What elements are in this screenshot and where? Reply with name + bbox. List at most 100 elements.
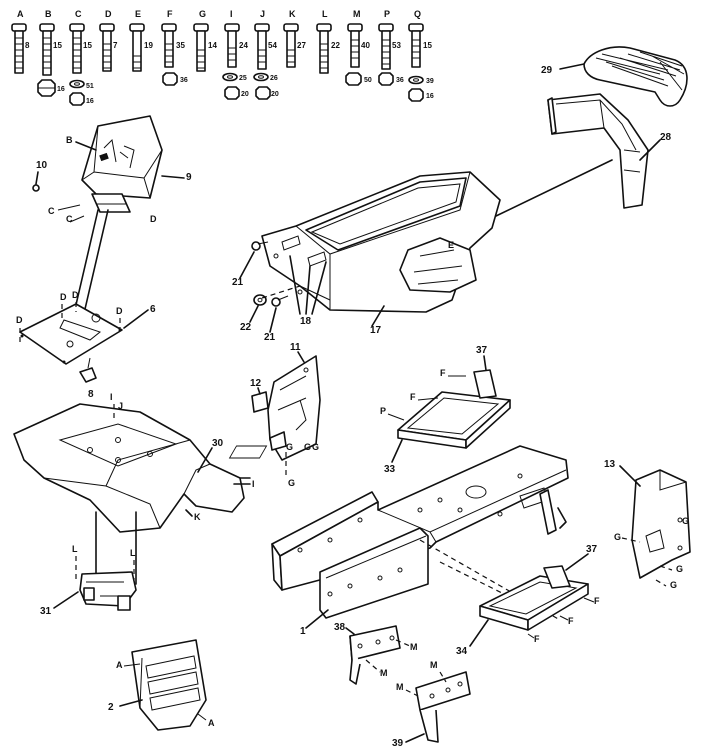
part-28-leader <box>639 139 661 161</box>
part-31-rear-bracket <box>79 511 137 611</box>
nut-i <box>224 86 240 100</box>
part-29-label: 29 <box>541 65 553 76</box>
letter-g-bracket-4: G <box>288 478 295 488</box>
part-1-label: 1 <box>300 626 306 637</box>
part-37-pad-upper <box>473 369 497 399</box>
bolt-c <box>69 23 85 74</box>
part-17-hood <box>261 159 613 313</box>
bolt-m <box>347 23 363 68</box>
part-6-leader <box>123 309 149 329</box>
bolt-m-length: 40 <box>361 41 370 50</box>
nut-q-label: 16 <box>426 93 434 100</box>
letter-g-panel-1: G <box>682 516 689 526</box>
nut-f-label: 36 <box>180 77 188 84</box>
bolt-a <box>11 23 27 74</box>
nut-f <box>162 72 178 86</box>
part-37-label-upper: 37 <box>476 345 488 356</box>
nut-q <box>408 88 424 102</box>
part-10-leader <box>35 171 39 185</box>
letter-g-panel-4: G <box>670 580 677 590</box>
nut-c-label: 16 <box>86 98 94 105</box>
part-13-side-panel <box>631 469 691 579</box>
bolt-letter-g: G <box>199 9 206 19</box>
part-34-footpad <box>479 565 589 631</box>
bolt-letter-m: M <box>353 9 361 19</box>
letter-d-plate-1: D <box>16 315 23 325</box>
letter-g-panel-3: G <box>676 564 683 574</box>
bolt-d-length: 7 <box>113 41 118 50</box>
part-10-grommet <box>32 184 40 192</box>
nut-j <box>255 86 271 100</box>
part-8-pedal <box>79 357 97 383</box>
letter-l-bracket-2: L <box>130 548 136 558</box>
nut-m-label: 50 <box>364 77 372 84</box>
nut-b <box>37 79 56 97</box>
hardware-row: A B C D E F G I J K L M P Q 8 15 15 7 19… <box>11 9 434 106</box>
part-29-handle-grip <box>559 46 688 107</box>
part-38-label: 38 <box>334 622 346 633</box>
bolt-letter-i: I <box>230 9 233 19</box>
bolt-j-length: 54 <box>268 41 277 50</box>
bolt-e <box>129 23 145 72</box>
bolt-a-length: 8 <box>25 41 30 50</box>
part-6-floor-plate <box>19 303 123 365</box>
bolt-letter-q: Q <box>414 9 421 19</box>
bolt-letter-j: J <box>260 9 265 19</box>
letter-d-dash: D <box>150 214 157 224</box>
letter-b-dash: B <box>66 135 73 145</box>
part-21-label-bottom: 21 <box>264 332 276 343</box>
part-12-label: 12 <box>250 378 262 389</box>
bolt-l <box>316 23 332 74</box>
bolt-l-length: 22 <box>331 41 340 50</box>
bolt-letter-d: D <box>105 9 112 19</box>
part-21-bolt-bottom <box>271 295 289 307</box>
bolt-letter-a: A <box>17 9 24 19</box>
letter-m-bracket-3: M <box>430 660 438 670</box>
part-28-label: 28 <box>660 132 672 143</box>
part-13-label: 13 <box>604 459 616 470</box>
washer-j-label: 26 <box>270 75 278 82</box>
part-22-label: 22 <box>240 322 252 333</box>
washer-j <box>253 72 269 82</box>
part-34-label: 34 <box>456 646 468 657</box>
letter-m-bracket-1: M <box>410 642 418 652</box>
bolt-q <box>408 23 424 68</box>
letter-c-dash-1: C <box>48 206 55 216</box>
bolt-b <box>39 23 55 76</box>
part-21-bolt-top <box>251 241 269 251</box>
washer-c-label: 51 <box>86 83 94 90</box>
nut-j-label: 20 <box>271 91 279 98</box>
part-21-label-top: 21 <box>232 277 244 288</box>
bolt-letter-c: C <box>75 9 82 19</box>
letter-j-fender: J <box>118 401 123 411</box>
bolt-letter-k: K <box>289 9 296 19</box>
letter-b-leader <box>75 141 97 151</box>
bolt-b-length: 15 <box>53 41 62 50</box>
washer-q <box>408 75 424 85</box>
nut-i-label: 20 <box>241 91 249 98</box>
part-17-leader <box>371 305 385 327</box>
bolt-i <box>224 23 240 68</box>
bolt-letter-f: F <box>167 9 173 19</box>
nut-p <box>378 72 394 86</box>
part-12-cover <box>251 391 269 413</box>
part-31-label: 31 <box>40 606 52 617</box>
letter-i-fender-1: I <box>110 392 113 402</box>
letter-l-bracket-1: L <box>72 544 78 554</box>
letter-a-plate-2: A <box>208 718 215 728</box>
part-22-washer <box>253 294 267 306</box>
part-10-label: 10 <box>36 160 48 171</box>
part-17-label: 17 <box>370 325 382 336</box>
bolt-d <box>99 23 115 72</box>
bolt-letter-l: L <box>322 9 328 19</box>
part-38-bracket <box>349 625 401 685</box>
letter-k-fender: K <box>194 512 201 522</box>
part-11-bracket <box>267 355 321 461</box>
letter-f-footpad-4: F <box>568 616 574 626</box>
letter-f-footpad-5: F <box>534 634 540 644</box>
bolt-p-length: 53 <box>392 41 401 50</box>
part-18-label: 18 <box>300 316 312 327</box>
letter-a-plate-1: A <box>116 660 123 670</box>
bolt-k <box>283 23 299 68</box>
part-9-label: 9 <box>186 172 192 183</box>
